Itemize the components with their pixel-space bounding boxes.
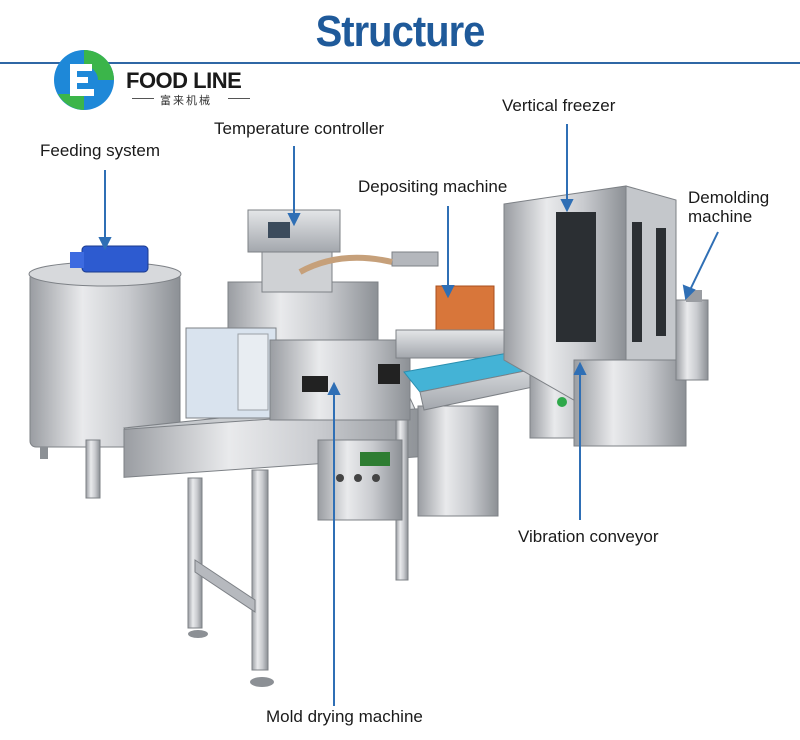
brand-rule-left bbox=[132, 98, 154, 99]
callout-pointers bbox=[98, 124, 719, 706]
food-line-logo-icon bbox=[54, 50, 114, 110]
label-demolding-line1: Demolding bbox=[688, 188, 770, 207]
brand-name-cn: 富来机械 bbox=[160, 95, 212, 107]
label-feeding-system: Feeding system bbox=[40, 141, 160, 160]
vertical-freezer-unit bbox=[503, 185, 687, 447]
title-divider bbox=[0, 62, 800, 64]
mold-drying-tunnel bbox=[185, 327, 411, 421]
brand-rule-right bbox=[228, 98, 250, 99]
label-demolding-machine: Demolding machine bbox=[688, 188, 769, 226]
brand-name: FOOD LINE bbox=[126, 68, 242, 93]
demolding-machine-unit bbox=[675, 290, 709, 381]
control-cabinet bbox=[317, 405, 499, 521]
label-mold-drying-machine: Mold drying machine bbox=[266, 707, 423, 726]
label-demolding-line2: machine bbox=[688, 207, 753, 226]
label-temperature-controller: Temperature controller bbox=[214, 119, 385, 138]
label-vibration-conveyor: Vibration conveyor bbox=[518, 527, 659, 546]
feeding-tank bbox=[28, 245, 182, 499]
label-vertical-freezer: Vertical freezer bbox=[502, 96, 616, 115]
page-title: Structure bbox=[315, 8, 486, 56]
depositing-machine-unit bbox=[298, 251, 537, 359]
label-depositing-machine: Depositing machine bbox=[358, 177, 508, 196]
